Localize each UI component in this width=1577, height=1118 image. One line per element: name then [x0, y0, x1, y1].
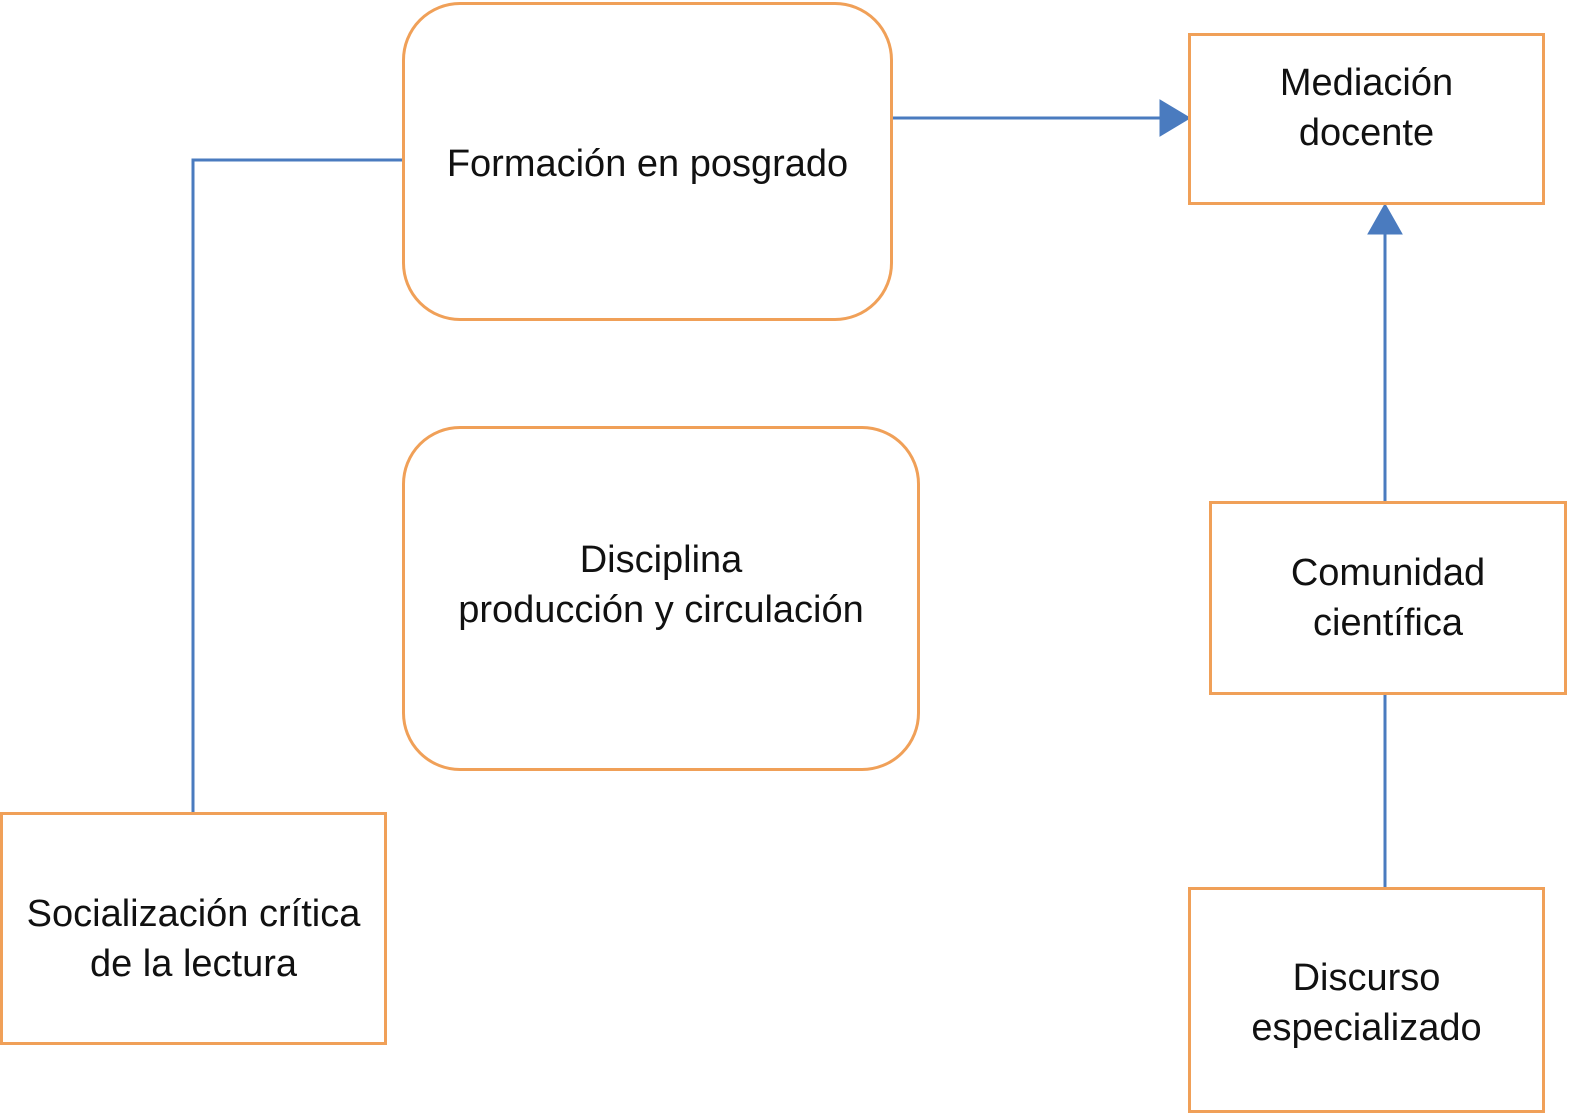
node-socializacion-line-2: de la lectura: [89, 942, 297, 985]
node-comunidad-line-1: Comunidad: [1290, 552, 1486, 594]
node-mediacion-line-1: Mediación: [1279, 62, 1454, 104]
node-discurso-line-2: especializado: [1251, 1007, 1482, 1049]
arrowhead-up-icon: [1367, 202, 1403, 235]
node-mediacion-line-2: docente: [1298, 112, 1435, 154]
node-mediacion-docente: Mediación docente: [1188, 33, 1545, 205]
arrowhead-right-icon: [1159, 99, 1191, 137]
node-discurso-line-1: Discurso: [1292, 957, 1441, 999]
node-disciplina-line-1: Disciplina: [579, 538, 743, 581]
connector-socializacion-formacion: [191, 158, 402, 812]
node-comunidad-line-2: científica: [1313, 602, 1463, 644]
node-discurso-especializado: Discurso especializado: [1188, 887, 1545, 1113]
node-disciplina: Disciplina producción y circulación: [402, 426, 920, 771]
node-formacion-en-posgrado: Formación en posgrado: [402, 2, 893, 321]
node-formacion-line-1: Formación en posgrado: [446, 143, 849, 185]
node-socializacion-line-1: Socialización crítica: [26, 892, 361, 935]
node-socializacion-critica: Socialización crítica de la lectura: [0, 812, 387, 1045]
node-disciplina-line-2: producción y circulación: [458, 588, 864, 631]
node-comunidad-cientifica: Comunidad científica: [1209, 501, 1567, 695]
